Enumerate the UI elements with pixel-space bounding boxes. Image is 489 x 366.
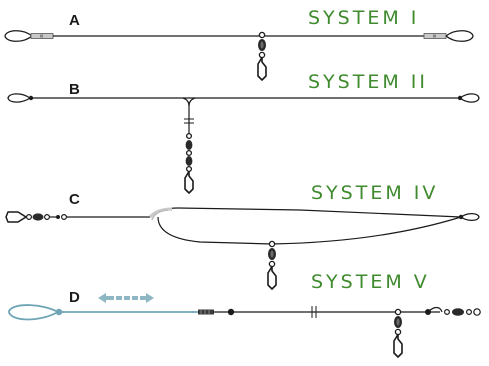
swivel-snap-a: [257, 31, 267, 81]
loop-left-b: [7, 93, 31, 103]
label-b: B: [69, 81, 80, 98]
title-system-v: SYSTEM V: [311, 271, 430, 293]
swivel-snap-c: [267, 240, 277, 290]
label-d: D: [69, 289, 80, 306]
title-system-i: SYSTEM I: [308, 7, 419, 29]
snap-left-c: [5, 211, 27, 223]
loop-right-b: [459, 93, 480, 103]
title-system-ii: SYSTEM II: [308, 71, 428, 93]
loop-left-a: [4, 30, 33, 42]
label-c: C: [69, 191, 80, 208]
system-b: B SYSTEM II: [7, 71, 480, 194]
upper-leg-c: [149, 207, 462, 218]
knot-d: [198, 309, 214, 315]
system-a: A SYSTEM I: [4, 7, 474, 81]
system-d: D SYSTEM V: [8, 271, 481, 358]
double-arrow: [98, 293, 154, 303]
title-system-iv: SYSTEM IV: [311, 182, 438, 204]
loop-right-a: [445, 30, 474, 42]
swivel-snap-b: [184, 132, 194, 194]
system-c: C SYSTEM IV: [5, 182, 480, 290]
dropper-line-b: [182, 97, 190, 134]
loop-right-c: [460, 212, 480, 222]
teal-loop-d: [8, 304, 59, 321]
label-a: A: [69, 12, 80, 29]
lower-leg-c: [157, 216, 462, 245]
swivel-snap-d: [393, 308, 403, 358]
